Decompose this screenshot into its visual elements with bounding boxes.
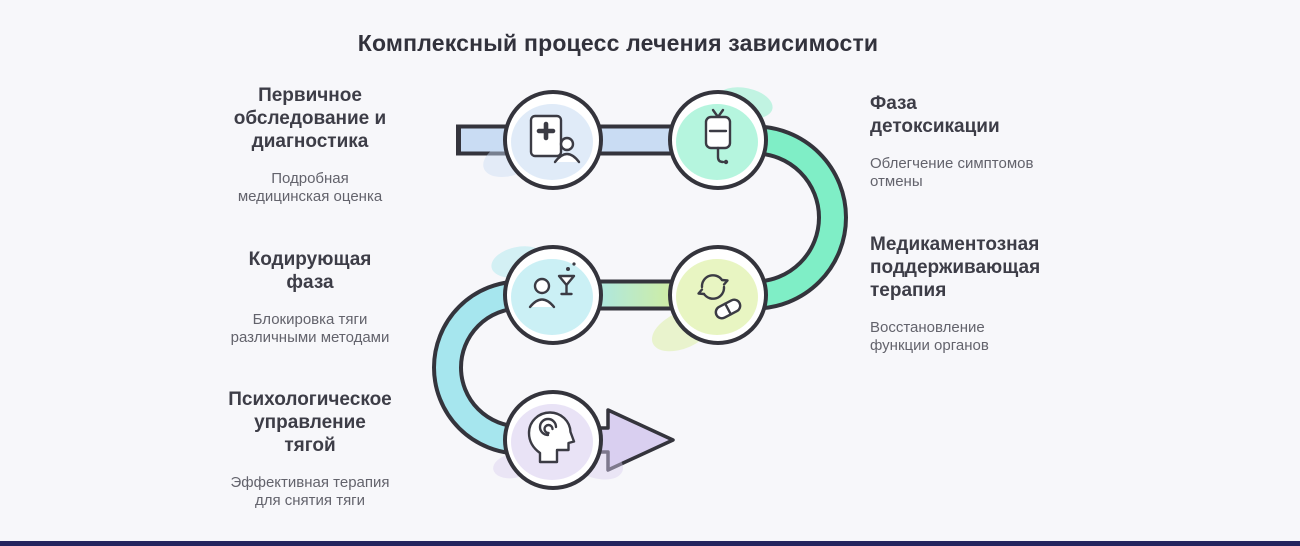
step-title-line: диагностика [251, 131, 369, 152]
step-title: Фаза детоксикации [870, 92, 1105, 138]
step-subtitle-line: Облегчение симптомов [870, 155, 1034, 172]
step-node-coding-phase [491, 245, 603, 345]
glass-icon [557, 274, 576, 287]
step-subtitle-line: медицинская оценка [237, 188, 383, 205]
step-subtitle: Блокировка тяги различными методами [183, 311, 437, 347]
step-subtitle-line: Эффективная терапия [230, 474, 390, 491]
step-title-line: обследование и [233, 108, 387, 129]
step-subtitle: Восстановление функции органов [870, 319, 1105, 355]
mind-spiral [538, 417, 558, 437]
step-title: Кодирующая фаза [183, 248, 437, 294]
step-title-line: терапия [870, 280, 947, 301]
step-subtitle-line: функции органов [870, 337, 989, 354]
person-head [533, 277, 551, 295]
step-title-line: фаза [286, 272, 334, 293]
step-label-medication-support: Медикаментозная поддерживающая терапия В… [870, 233, 1105, 355]
step-title: Психологическое управление тягой [183, 388, 437, 457]
mind-therapy-icon [527, 411, 576, 464]
flow-segment-4 [436, 283, 580, 452]
step-label-detox-phase: Фаза детоксикации Облегчение симптомов о… [870, 92, 1105, 191]
step-title-line: тягой [284, 435, 336, 456]
step-title-line: поддерживающая [870, 257, 1041, 278]
step-subtitle-line: различными методами [230, 329, 390, 346]
step-title-line: Психологическое [228, 389, 392, 410]
step-title: Первичное обследование и диагностика [183, 84, 437, 153]
iv-drip-icon [704, 108, 732, 165]
step-subtitle-line: отмены [870, 173, 923, 190]
step-subtitle: Облегчение симптомов отмены [870, 155, 1105, 191]
step-subtitle-line: Восстановление [870, 319, 985, 336]
step-label-coding-phase: Кодирующая фаза Блокировка тяги различны… [183, 248, 437, 347]
refresh-arrow-icon [702, 285, 726, 300]
footer-bar [0, 541, 1300, 546]
step-node-medication-support [651, 245, 768, 352]
step-title-line: управление [254, 412, 366, 433]
person-body [528, 298, 556, 309]
step-node-detox-phase [668, 87, 773, 190]
step-subtitle-line: Блокировка тяги [252, 311, 368, 328]
pill-icon [714, 298, 742, 320]
step-subtitle-line: для снятия тяги [254, 492, 366, 509]
watercolor-wash [511, 259, 593, 335]
step-title: Медикаментозная поддерживающая терапия [870, 233, 1105, 302]
medication-refresh-icon [697, 274, 742, 320]
step-subtitle-line: Подробная [271, 170, 349, 187]
medical-record-icon [529, 114, 581, 164]
step-subtitle: Эффективная терапия для снятия тяги [183, 474, 437, 510]
step-label-primary-assessment: Первичное обследование и диагностика Под… [183, 84, 437, 206]
person-craving-icon [528, 262, 576, 309]
step-label-craving-management: Психологическое управление тягой Эффекти… [183, 388, 437, 510]
flow-segment-2 [676, 128, 844, 307]
medical-cross-icon [536, 121, 556, 141]
step-title-line: Фаза [870, 93, 917, 114]
step-title-line: детоксикации [870, 116, 1000, 137]
step-title-line: Медикаментозная [870, 234, 1040, 255]
step-node-primary-assessment [483, 90, 603, 190]
step-title-line: Первичное [258, 85, 362, 106]
page-title: Комплексный процесс лечения зависимости [357, 30, 879, 56]
step-node-craving-management [493, 390, 624, 490]
step-subtitle: Подробная медицинская оценка [183, 170, 437, 206]
step-title-line: Кодирующая [248, 249, 372, 270]
refresh-arrow-icon [700, 274, 724, 289]
